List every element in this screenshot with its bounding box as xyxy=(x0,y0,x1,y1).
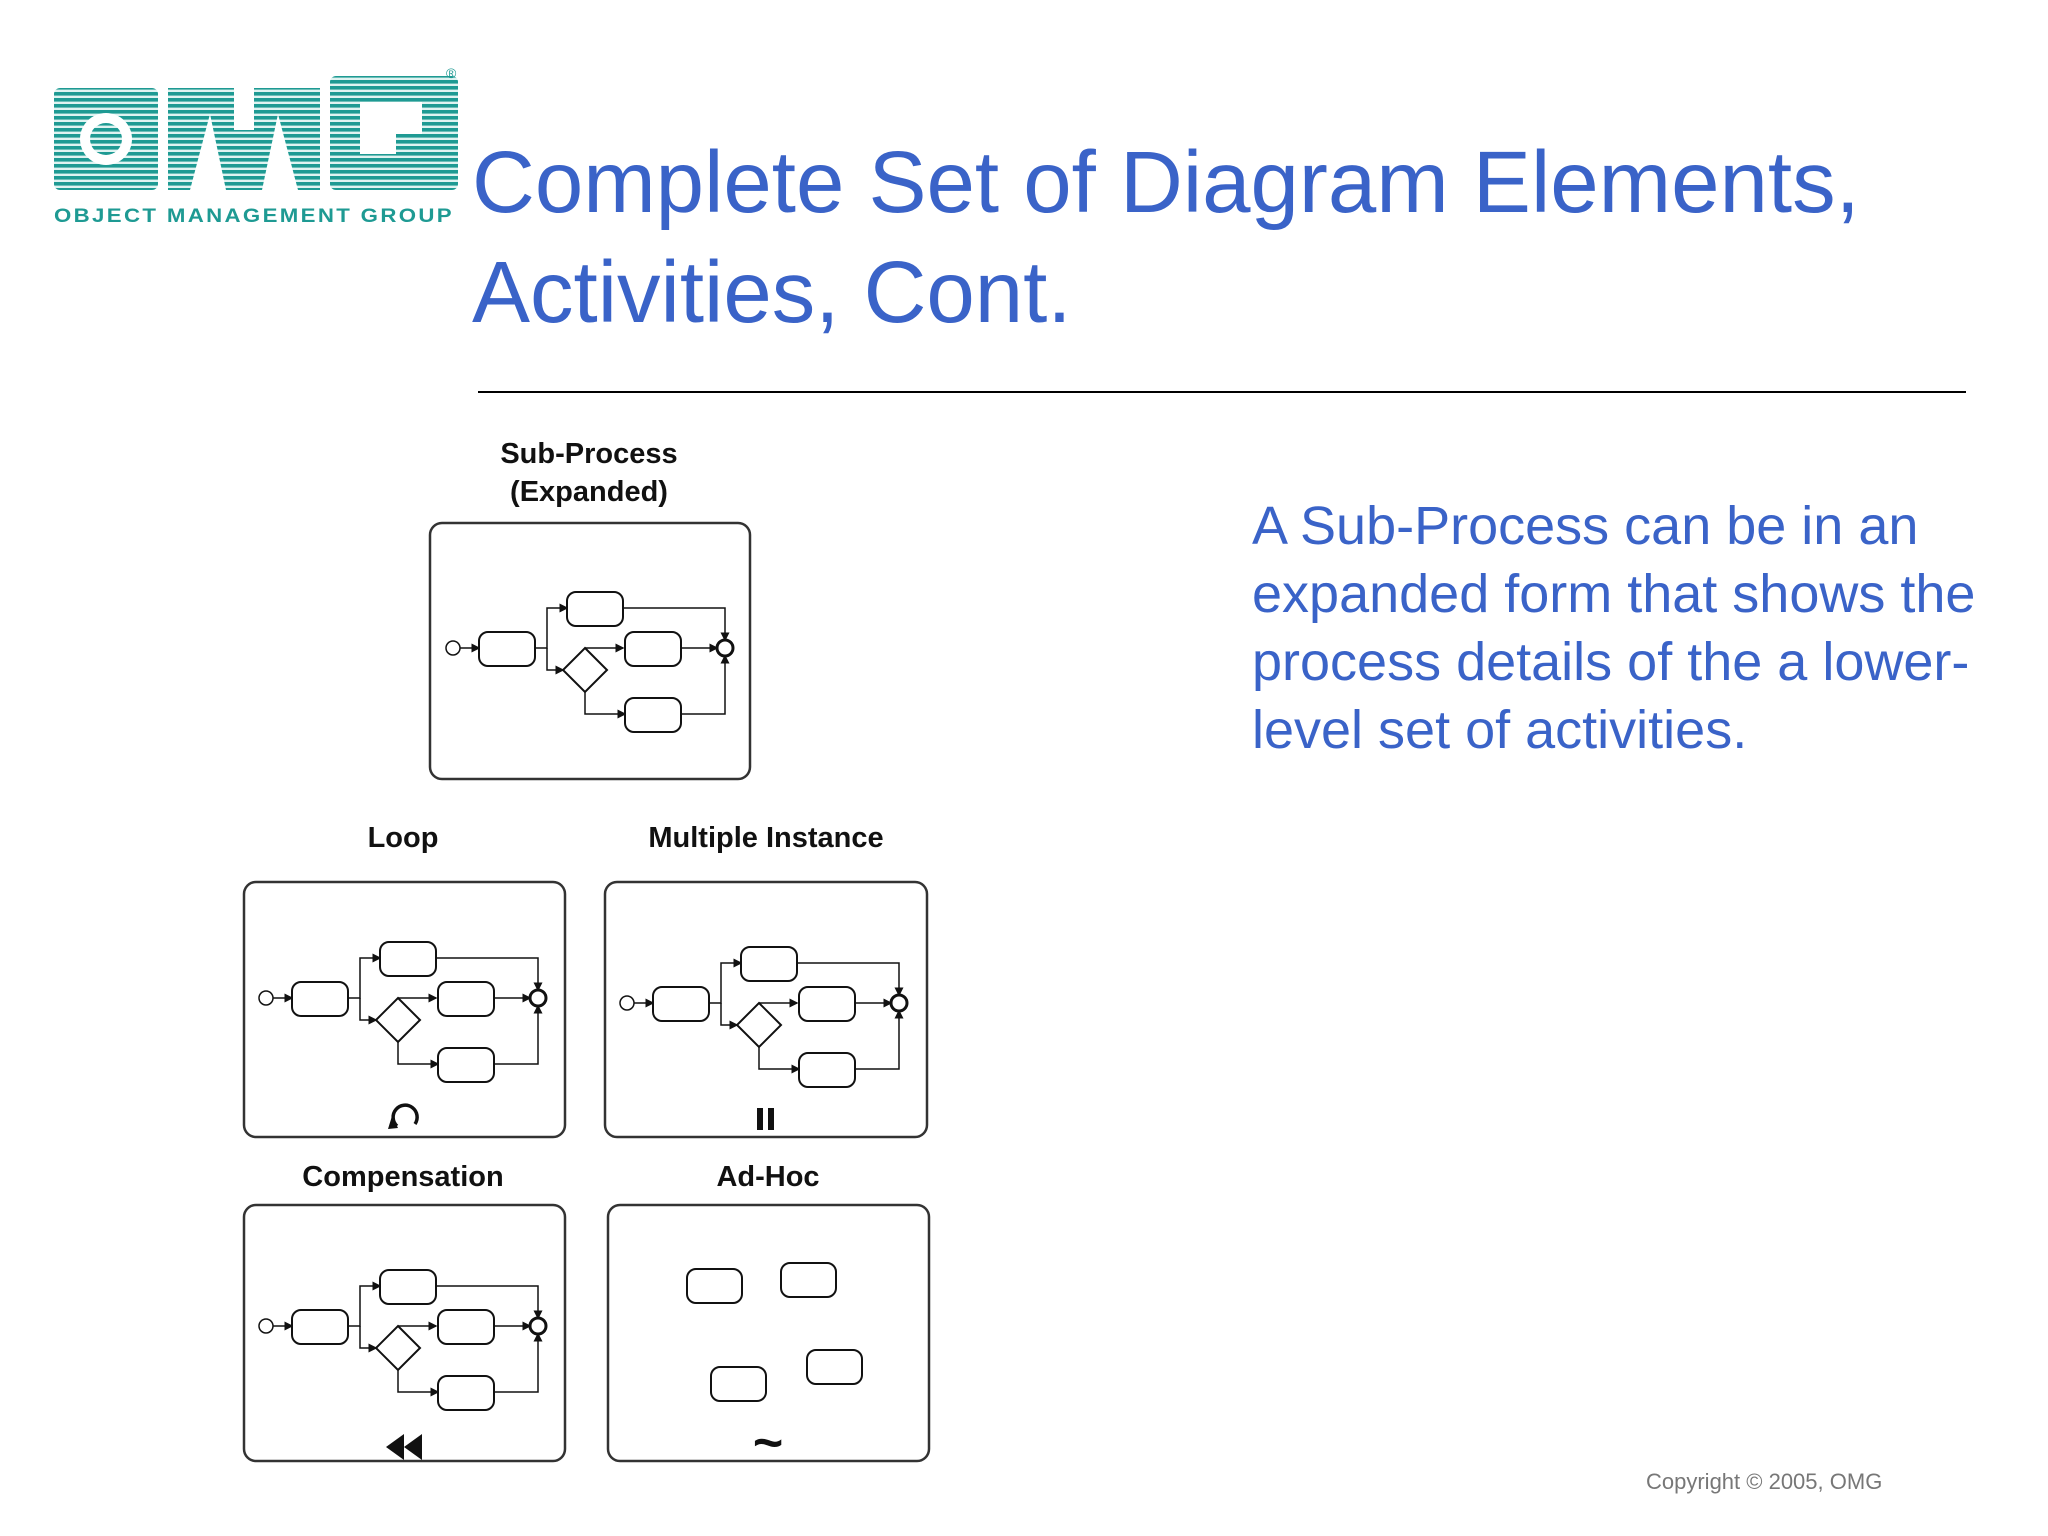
description-text: A Sub-Process can be in an expanded form… xyxy=(1252,496,1976,760)
rewind-marker-icon xyxy=(386,1434,422,1460)
subprocess-label-line-2: (Expanded) xyxy=(510,476,668,508)
loop-label: Loop xyxy=(368,822,439,854)
copyright-text: Copyright © 2005, OMG xyxy=(1646,1469,1883,1494)
adhoc-box xyxy=(606,1203,931,1463)
adhoc-task-4 xyxy=(710,1366,767,1402)
multiple-instance-label: Multiple Instance xyxy=(648,822,883,854)
slide-title: Complete Set of Diagram Elements, Activi… xyxy=(472,128,2012,348)
adhoc-label: Ad-Hoc xyxy=(716,1161,819,1193)
adhoc-task-2 xyxy=(780,1262,837,1298)
loop-marker-icon xyxy=(388,1103,419,1129)
figure-adhoc: Ad-Hoc ~ xyxy=(606,1161,931,1472)
slide-title-line-2: Activities, Cont. xyxy=(472,244,1072,341)
omg-logo-subtext: OBJECT MANAGEMENT GROUP xyxy=(54,206,454,227)
figure-subprocess-expanded: Sub-Process (Expanded) xyxy=(428,438,752,781)
adhoc-task-1 xyxy=(686,1268,743,1304)
adhoc-task-3 xyxy=(806,1349,863,1385)
figure-multiple-instance: Multiple Instance xyxy=(603,822,929,1139)
parallel-bars-marker-icon xyxy=(757,1108,774,1130)
compensation-label: Compensation xyxy=(302,1161,503,1193)
title-divider xyxy=(478,391,1966,393)
omg-logo-registered-mark: ® xyxy=(446,65,457,81)
omg-logo-letters xyxy=(54,76,458,190)
figure-compensation: Compensation xyxy=(242,1161,567,1463)
figure-loop: Loop xyxy=(242,822,567,1139)
omg-logo: ® OBJECT MANAGEMENT GROUP xyxy=(54,65,458,227)
subprocess-label-line-1: Sub-Process xyxy=(500,438,677,470)
slide-title-line-1: Complete Set of Diagram Elements, xyxy=(472,134,1860,231)
adhoc-marker-icon: ~ xyxy=(753,1414,783,1472)
